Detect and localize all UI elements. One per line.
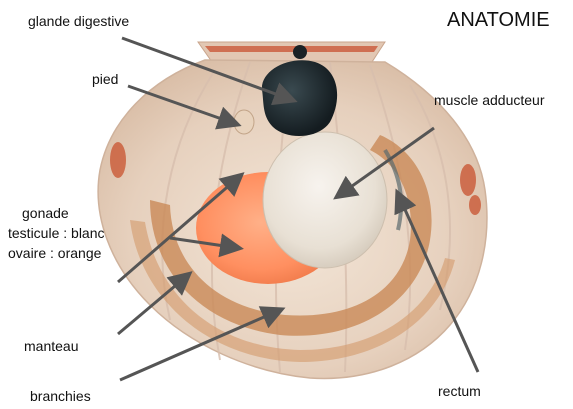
label-gonade: gonade <box>22 205 69 222</box>
label-glande-digestive: glande digestive <box>28 13 129 30</box>
adductor-muscle <box>263 132 387 268</box>
label-pied: pied <box>92 71 118 88</box>
foot <box>234 110 254 134</box>
digestive-gland-tip <box>293 45 307 59</box>
label-testicule: testicule : blanc <box>8 225 105 242</box>
label-muscle-adducteur: muscle adducteur <box>434 92 545 109</box>
diagram-title: ANATOMIE <box>447 9 550 32</box>
label-branchies: branchies <box>30 388 91 405</box>
label-ovaire: ovaire : orange <box>8 245 101 262</box>
digestive-gland <box>262 60 337 136</box>
label-rectum: rectum <box>438 383 481 400</box>
label-manteau: manteau <box>24 338 78 355</box>
shell-hinge-stripe <box>205 46 378 52</box>
